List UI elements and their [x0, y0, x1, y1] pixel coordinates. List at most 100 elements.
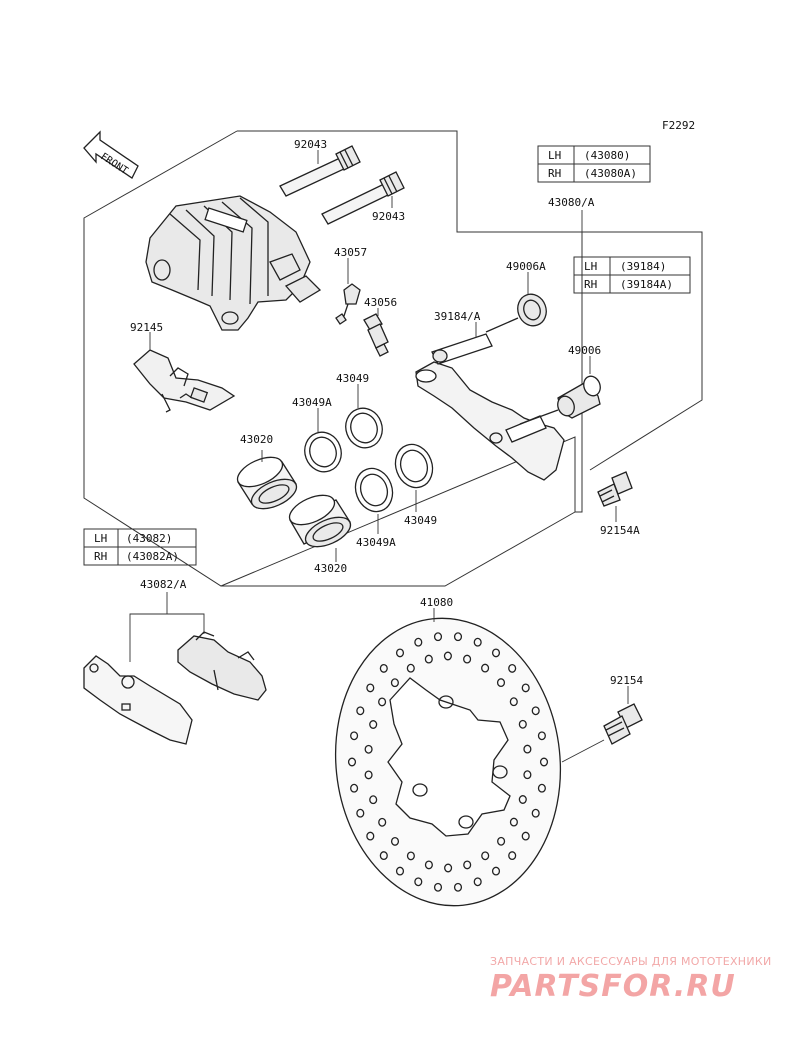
label-92043-bottom: 92043	[372, 210, 405, 223]
disc-hole	[509, 697, 518, 707]
label-39184-a: 39184/A	[434, 310, 481, 323]
seal-43049a-top	[304, 431, 342, 473]
disc-hole	[366, 831, 375, 841]
label-43049a-bottom: 43049A	[356, 536, 396, 549]
disc-hole	[521, 683, 530, 693]
label-43056: 43056	[364, 296, 397, 309]
disc-hole	[356, 706, 365, 716]
label-41080: 41080	[420, 596, 453, 609]
disc-hole	[369, 795, 378, 805]
disc-hole	[481, 663, 490, 673]
disc-hole	[350, 783, 359, 793]
watermark-subtitle: ЗАПЧАСТИ И АКСЕССУАРЫ ДЛЯ МОТОТЕХНИКИ	[490, 955, 772, 968]
label-43082-a: 43082/A	[140, 578, 187, 591]
disc-hole	[531, 706, 540, 716]
label-43057: 43057	[334, 246, 367, 259]
bleeder-valve-43056	[363, 313, 389, 357]
label-43020-top: 43020	[240, 433, 273, 446]
label-92043-top: 92043	[294, 138, 327, 151]
bracket-side-table: LH (39184) RH (39184A)	[573, 256, 691, 294]
disc-hole	[491, 648, 501, 658]
disc-holes	[347, 632, 549, 892]
disc-hole	[443, 651, 452, 661]
label-43020-bottom: 43020	[314, 562, 347, 575]
disc-hole	[453, 632, 463, 642]
svg-text:(43080A): (43080A)	[584, 167, 637, 180]
label-49006a: 49006A	[506, 260, 546, 273]
disc-hole	[521, 831, 530, 841]
disc-hole	[473, 877, 482, 887]
label-92145: 92145	[130, 321, 163, 334]
disc-hole	[366, 683, 375, 693]
disc-hole	[390, 836, 400, 846]
svg-text:RH: RH	[584, 278, 597, 291]
disc-hole	[496, 678, 506, 688]
disc-hole	[414, 637, 423, 647]
label-92154: 92154	[610, 674, 643, 687]
disc-hole	[350, 731, 359, 741]
brake-pad-front	[83, 655, 193, 745]
disc-hole	[463, 654, 472, 664]
caliper-group-frame-bottom	[221, 511, 576, 587]
disc-hole	[395, 648, 405, 658]
caliper-side-table: LH (43080) RH (43080A)	[537, 145, 651, 183]
caliper-pin-92043-top	[279, 145, 361, 197]
disc-hole	[509, 817, 518, 827]
disc-hole	[424, 860, 433, 870]
disc-hole	[364, 744, 373, 754]
svg-text:(43082A): (43082A)	[126, 550, 179, 563]
disc-hole	[537, 731, 546, 741]
bolt-92154a	[597, 471, 633, 507]
pads-side-table: LH (43082) RH (43082A)	[83, 528, 197, 566]
boot-49006	[519, 375, 601, 425]
pad-spring-92145	[133, 349, 236, 413]
front-arrow-icon: FRONT	[83, 130, 139, 179]
bleeder-cap-43057	[335, 283, 361, 325]
label-49006: 49006	[568, 344, 601, 357]
disc-hole	[531, 808, 540, 818]
disc-hole	[379, 663, 388, 673]
piston-43020-bottom	[288, 494, 352, 548]
label-92154a: 92154A	[600, 524, 640, 537]
label-43049a-top: 43049A	[292, 396, 332, 409]
label-43049-bottom: 43049	[404, 514, 437, 527]
disc-hole	[406, 851, 415, 861]
disc-hole	[424, 654, 433, 664]
figure-code: F2292	[662, 119, 695, 132]
disc-hole	[481, 851, 490, 861]
caliper-pin-92043-bottom	[321, 171, 405, 225]
disc-hole	[364, 770, 373, 780]
disc-hole	[379, 851, 388, 861]
disc-hole	[508, 851, 517, 861]
disc-hole	[539, 757, 549, 767]
seal-43049a-bottom	[354, 467, 394, 513]
svg-text:(39184): (39184)	[620, 260, 666, 273]
disc-hole	[414, 877, 423, 887]
caliper-group-frame-right	[457, 231, 703, 471]
svg-text:(43082): (43082)	[126, 532, 172, 545]
bolt-92154	[561, 703, 643, 763]
disc-hole	[537, 783, 546, 793]
brake-disc-41080	[334, 617, 562, 907]
disc-hole	[395, 866, 405, 876]
disc-hole	[473, 637, 482, 647]
caliper-bracket-39184	[415, 333, 565, 481]
disc-hole	[518, 719, 527, 729]
disc-hole	[347, 757, 357, 767]
disc-hole	[523, 770, 532, 780]
svg-text:LH: LH	[94, 532, 107, 545]
disc-hole	[433, 882, 443, 892]
svg-text:RH: RH	[548, 167, 561, 180]
svg-text:(43080): (43080)	[584, 149, 630, 162]
svg-text:LH: LH	[584, 260, 597, 273]
boot-49006a	[485, 293, 547, 333]
label-43049-top: 43049	[336, 372, 369, 385]
disc-hole	[356, 808, 365, 818]
svg-text:LH: LH	[548, 149, 561, 162]
disc-hole	[444, 863, 453, 873]
disc-hole	[406, 663, 415, 673]
disc-hole	[508, 663, 517, 673]
disc-hole	[523, 744, 532, 754]
seal-43049-top	[345, 407, 383, 449]
